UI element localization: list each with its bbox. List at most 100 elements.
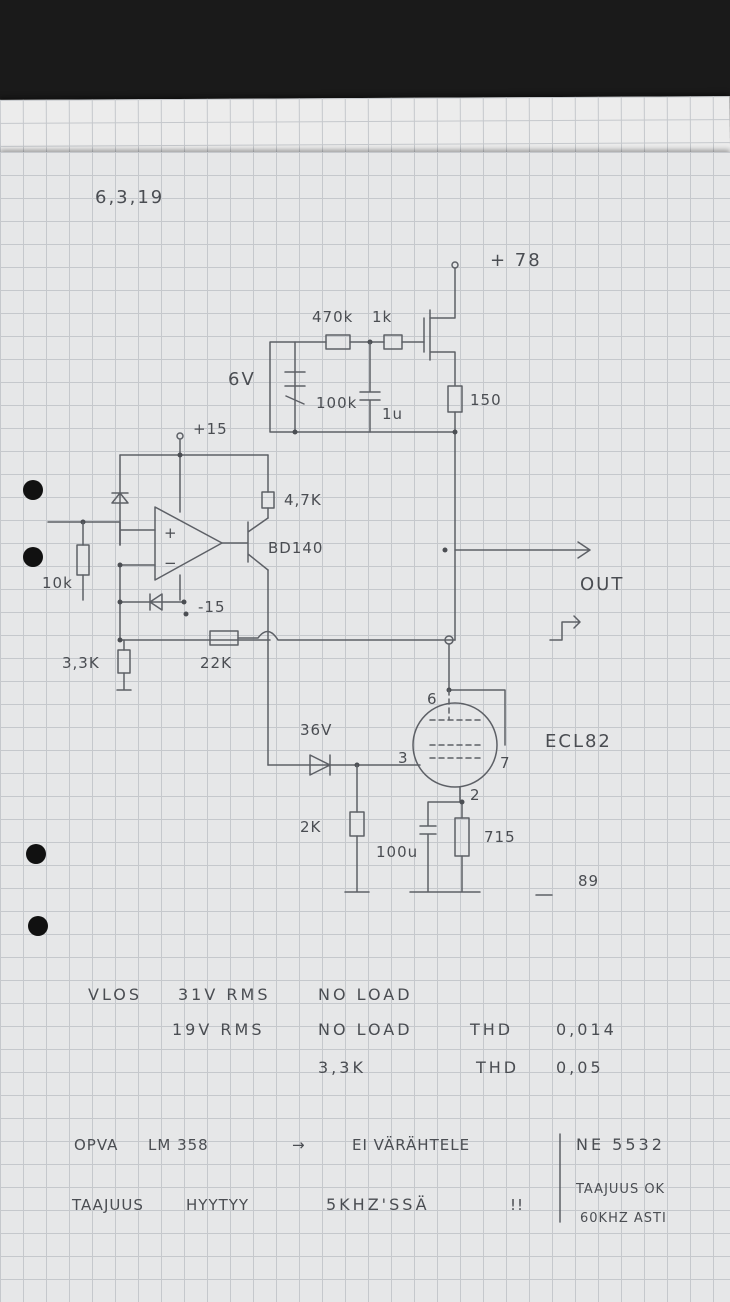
note-3k3: 3,3K <box>318 1058 366 1077</box>
note-noload-1: NO LOAD <box>318 985 413 1004</box>
junction <box>459 799 465 805</box>
binder-hole <box>28 916 48 936</box>
supply-section: + 78 1k 470k 6V 100k 1u 150 <box>228 250 542 641</box>
zener-6v <box>284 341 306 433</box>
junction <box>117 562 123 568</box>
note-19v: 19V RMS <box>172 1020 264 1039</box>
note-thd-value-1: 0,014 <box>556 1020 617 1039</box>
note-vlos: VLOS <box>88 985 142 1004</box>
c-1u-label: 1u <box>382 405 403 423</box>
date-label: 6,3,19 <box>95 187 164 208</box>
ecl82-envelope <box>412 702 498 788</box>
junction <box>452 429 458 435</box>
r-3k3-label: 3,3K <box>62 654 100 672</box>
step-symbol <box>549 615 581 641</box>
r-4k7-label: 4,7K <box>284 491 322 509</box>
binder-hole <box>26 844 46 864</box>
neg15-diode <box>119 593 185 611</box>
junction <box>177 452 183 458</box>
tube-section: 6 ECL82 3 7 36V 2K 2 715 100u 89 <box>267 643 612 896</box>
feedback-wire <box>237 630 456 641</box>
wire <box>429 267 456 319</box>
note-opva: OPVA <box>74 1136 118 1154</box>
note-taajuus: TAAJUUS <box>71 1196 144 1214</box>
supply-neg15-label: -15 <box>198 598 226 616</box>
resistor-715 <box>454 817 470 857</box>
note-noload-2: NO LOAD <box>318 1020 413 1039</box>
r-100k-label: 100k <box>316 394 357 412</box>
binder-hole <box>23 547 43 567</box>
zener-6v-label: 6V <box>228 369 256 390</box>
wire <box>344 764 370 893</box>
resistor-10k <box>76 544 90 576</box>
resistor-150 <box>447 385 463 413</box>
r-10k-label: 10k <box>42 574 73 592</box>
opamp-plus: + <box>164 524 178 542</box>
opamp-minus: − <box>164 554 178 572</box>
note-ei-varahtele: EI VÄRÄHTELE <box>352 1135 470 1154</box>
note-thd-1: THD <box>469 1020 513 1039</box>
opamp-symbol <box>154 506 223 581</box>
note-60khz: 60KHZ ASTI <box>580 1211 667 1226</box>
r-470k-label: 470k <box>312 308 353 326</box>
note-thd-value-2: 0,05 <box>556 1058 604 1077</box>
r-150-label: 150 <box>470 391 502 409</box>
binder-holes <box>23 480 48 936</box>
note-lm358: LM 358 <box>148 1136 209 1154</box>
transistor-label: BD140 <box>268 539 323 557</box>
r-22k-label: 22K <box>200 654 232 672</box>
zener-36v-label: 36V <box>300 721 332 739</box>
junction <box>117 637 123 643</box>
note-89-label: 89 <box>578 872 599 890</box>
resistor-4k7 <box>261 491 275 509</box>
junction <box>442 547 448 553</box>
resistor-3k3 <box>117 649 131 674</box>
resistor-1k <box>383 334 403 350</box>
r-1k-label: 1k <box>372 308 392 326</box>
bd140-transistor <box>221 517 269 571</box>
pin-7-label: 7 <box>500 754 511 772</box>
neg15-terminal <box>183 611 189 617</box>
output-section: OUT <box>442 541 624 641</box>
binder-hole <box>23 480 43 500</box>
r-2k-label: 2K <box>300 818 322 836</box>
junction <box>181 599 187 605</box>
out-arrow <box>454 541 591 559</box>
junction <box>117 599 123 605</box>
resistor-470k <box>325 334 351 350</box>
supply-terminal <box>451 261 459 269</box>
note-hyytyy: HYYTYY <box>186 1196 249 1214</box>
wire <box>269 341 456 433</box>
pass-transistor <box>423 309 456 386</box>
wire <box>119 439 269 513</box>
front-sheet <box>0 152 730 1302</box>
pin-6-label: 6 <box>427 690 438 708</box>
wire <box>448 643 506 746</box>
c-100u-label: 100u <box>376 843 418 861</box>
input-wire <box>47 521 156 546</box>
out-label: OUT <box>580 574 624 595</box>
measurement-notes: VLOS 31V RMS NO LOAD 19V RMS NO LOAD THD… <box>71 985 667 1226</box>
note-arrow: → <box>292 1136 306 1154</box>
note-ne5532: NE 5532 <box>576 1135 665 1154</box>
cathode-network <box>409 786 481 893</box>
resistor-22k <box>209 630 239 646</box>
junction <box>292 429 298 435</box>
capacitor-1u <box>359 341 381 433</box>
zener-36v <box>267 754 421 776</box>
note-5khz: 5KHZ'SSÄ <box>326 1195 430 1214</box>
note-taajuus-ok: TAAJUUS OK <box>575 1182 665 1197</box>
r-715-label: 715 <box>484 828 516 846</box>
wire <box>116 639 132 691</box>
tube-label: ECL82 <box>545 731 612 752</box>
pin-2-label: 2 <box>470 786 481 804</box>
supply-top-label: + 78 <box>490 250 542 271</box>
supply-pos15-label: +15 <box>193 420 228 438</box>
resistor-2k <box>349 811 365 837</box>
note-exclaim: !! <box>510 1196 524 1214</box>
opamp-section: +15 + − 10k -15 <box>42 420 456 766</box>
note-31v: 31V RMS <box>178 985 270 1004</box>
pin-3-label: 3 <box>398 749 409 767</box>
